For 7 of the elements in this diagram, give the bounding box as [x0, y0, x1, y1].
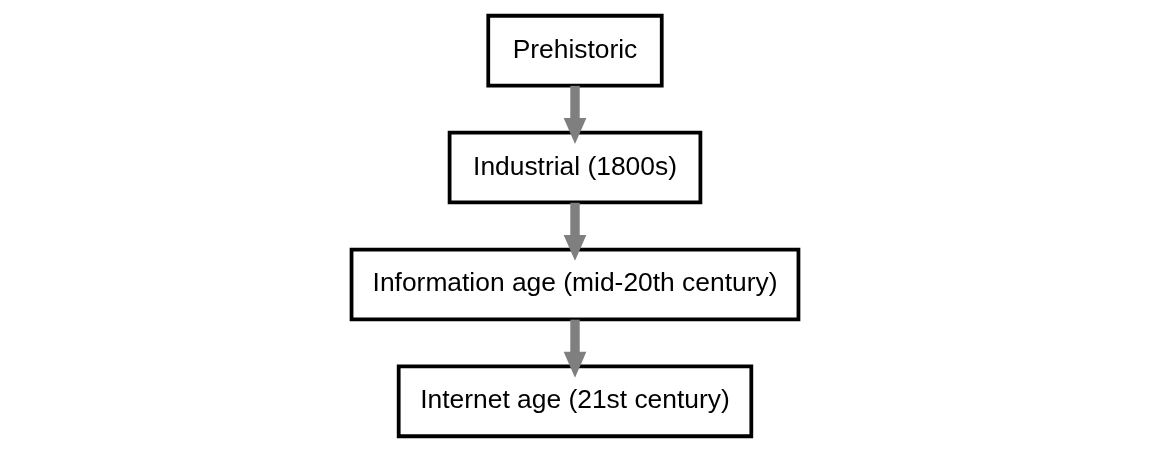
arrow	[563, 319, 587, 378]
node-box: Information age (mid-20th century)	[349, 247, 801, 322]
node-box: Internet age (21st century)	[396, 364, 754, 439]
arrow	[563, 85, 587, 144]
node-box: Industrial (1800s)	[447, 130, 703, 205]
node-box: Prehistoric	[486, 13, 664, 88]
arrow	[563, 202, 587, 261]
